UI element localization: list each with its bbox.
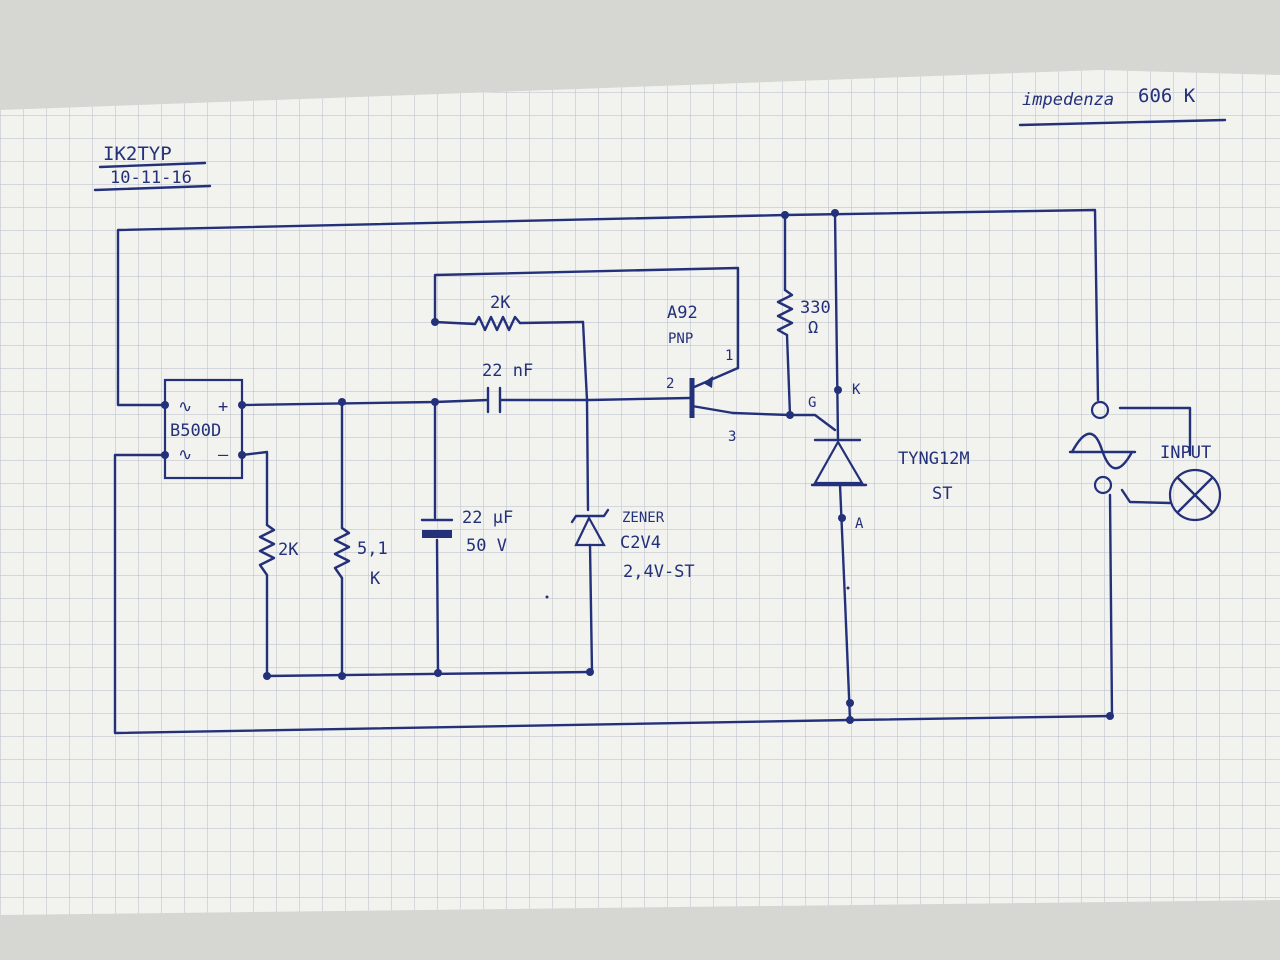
wire-zener-top <box>581 320 590 512</box>
bridge-box <box>163 378 244 480</box>
impedance-label: impedenza <box>1022 90 1114 110</box>
thyristor: G K A TYNG12M ST <box>808 382 970 532</box>
wire-bottom-loop <box>113 453 1114 735</box>
capacitor-plate-negative <box>422 530 452 538</box>
transistor-type: PNP <box>668 331 693 347</box>
resistor-zigzag <box>258 523 276 577</box>
bridge-rectifier: ∿ ∿ + – B500D <box>163 378 244 480</box>
wire-to-base <box>498 396 692 402</box>
wire-thyristor-cathode <box>833 211 840 442</box>
input-terminal-bottom <box>1093 475 1113 495</box>
junction-dot <box>846 716 854 724</box>
thyristor-model-line2: ST <box>932 484 952 504</box>
zener-bar <box>570 508 610 524</box>
resistor-mid-value-line1: 5,1 <box>357 539 388 559</box>
resistor-zigzag <box>333 526 351 580</box>
junction-dot <box>263 672 271 680</box>
bridge-name: B500D <box>170 421 221 441</box>
transistor-pin2: 2 <box>666 376 674 392</box>
wire-bottom-rail <box>265 670 592 678</box>
wire-thyristor-anode <box>838 483 852 722</box>
zener-triangle <box>574 515 606 547</box>
thyristor-cathode-label: K <box>852 382 861 398</box>
resistor-zigzag <box>776 288 794 337</box>
wire-minus <box>240 450 269 527</box>
capacitor-coupling: 22 nF <box>482 361 533 414</box>
transistor-pin3: 3 <box>728 429 736 445</box>
author-underline <box>98 161 207 169</box>
junction-dot <box>781 211 789 219</box>
junction-dot <box>834 386 842 394</box>
wire-lamp-top <box>1118 406 1192 457</box>
impedance-value: 606 K <box>1138 85 1196 107</box>
drawing-date: 10-11-16 <box>110 168 192 188</box>
transistor-collector <box>690 366 740 390</box>
transistor-model: A92 <box>667 303 698 323</box>
transistor-arrow <box>703 376 713 388</box>
thyristor-model-line1: TYNG12M <box>898 449 970 469</box>
junction-dot <box>431 398 439 406</box>
bridge-minus: – <box>218 445 229 465</box>
resistor-mid: 5,1 K <box>333 526 388 589</box>
zener-diode: ZENER C2V4 2,4V-ST <box>570 508 695 582</box>
lamp-icon <box>1168 468 1222 522</box>
wire-cap-bottom <box>435 538 440 675</box>
resistor-gate-value-line2: Ω <box>808 318 818 338</box>
junction-dot <box>338 672 346 680</box>
wire-r-feedback-right <box>518 320 585 325</box>
thyristor-anode-label: A <box>855 516 864 532</box>
impedance-underline <box>1018 118 1227 127</box>
wire-lamp-bottom <box>1120 488 1172 505</box>
ac-input: INPUT <box>1068 400 1222 522</box>
wire-feedback-loop <box>433 266 740 370</box>
capacitor-electrolytic-value-line2: 50 V <box>466 536 507 556</box>
resistor-mid-value-line2: K <box>370 569 381 589</box>
thyristor-gate-label: G <box>808 395 816 411</box>
junction-dot <box>431 318 439 326</box>
transistor-pnp: A92 PNP 1 2 3 <box>666 303 740 445</box>
bridge-ac-in-top: ∿ <box>178 397 192 417</box>
pen-marks <box>545 586 850 599</box>
input-label: INPUT <box>1160 443 1211 463</box>
resistor-gate-value-line1: 330 <box>800 298 831 318</box>
capacitor-coupling-value: 22 nF <box>482 361 533 381</box>
wire-top-loop <box>116 208 1100 407</box>
wire-r-feedback-left <box>433 320 477 326</box>
date-underline <box>93 184 212 192</box>
resistor-left-value: 2K <box>278 540 299 560</box>
transistor-emitter <box>690 404 735 415</box>
junction-dot <box>838 514 846 522</box>
zener-label-line2: C2V4 <box>620 533 661 553</box>
zener-label-line3: 2,4V-ST <box>623 562 695 582</box>
capacitor-electrolytic: 22 µF 50 V <box>420 508 513 556</box>
bridge-plus: + <box>218 397 228 417</box>
wire-zener-bottom <box>588 543 594 674</box>
capacitor-electrolytic-value-line1: 22 µF <box>462 508 513 528</box>
resistor-gate: 330 Ω <box>776 288 831 338</box>
zener-label-line1: ZENER <box>622 510 665 526</box>
thyristor-triangle <box>813 439 864 485</box>
author-callsign: IK2TYP <box>103 143 172 165</box>
ac-source-icon <box>1070 432 1134 470</box>
wire-330-bottom <box>785 333 792 417</box>
junction-dot <box>1106 712 1114 720</box>
input-terminal-top <box>1090 400 1110 420</box>
header-block: IK2TYP 10-11-16 impedenza 606 K <box>93 85 1227 192</box>
junction-dot <box>846 699 854 707</box>
junction-dot <box>786 411 794 419</box>
junction-dot <box>586 668 594 676</box>
junction-dot <box>831 209 839 217</box>
transistor-pin1: 1 <box>725 348 733 364</box>
paper-sheet <box>0 70 1280 915</box>
junction-dot <box>338 398 346 406</box>
resistor-left: 2K <box>258 523 299 577</box>
junction-dot <box>434 669 442 677</box>
bridge-ac-in-bottom: ∿ <box>178 445 192 465</box>
resistor-zigzag <box>473 315 522 332</box>
resistor-feedback-value: 2K <box>490 293 511 313</box>
resistor-feedback: 2K <box>473 293 522 332</box>
wire-gate <box>731 411 837 432</box>
